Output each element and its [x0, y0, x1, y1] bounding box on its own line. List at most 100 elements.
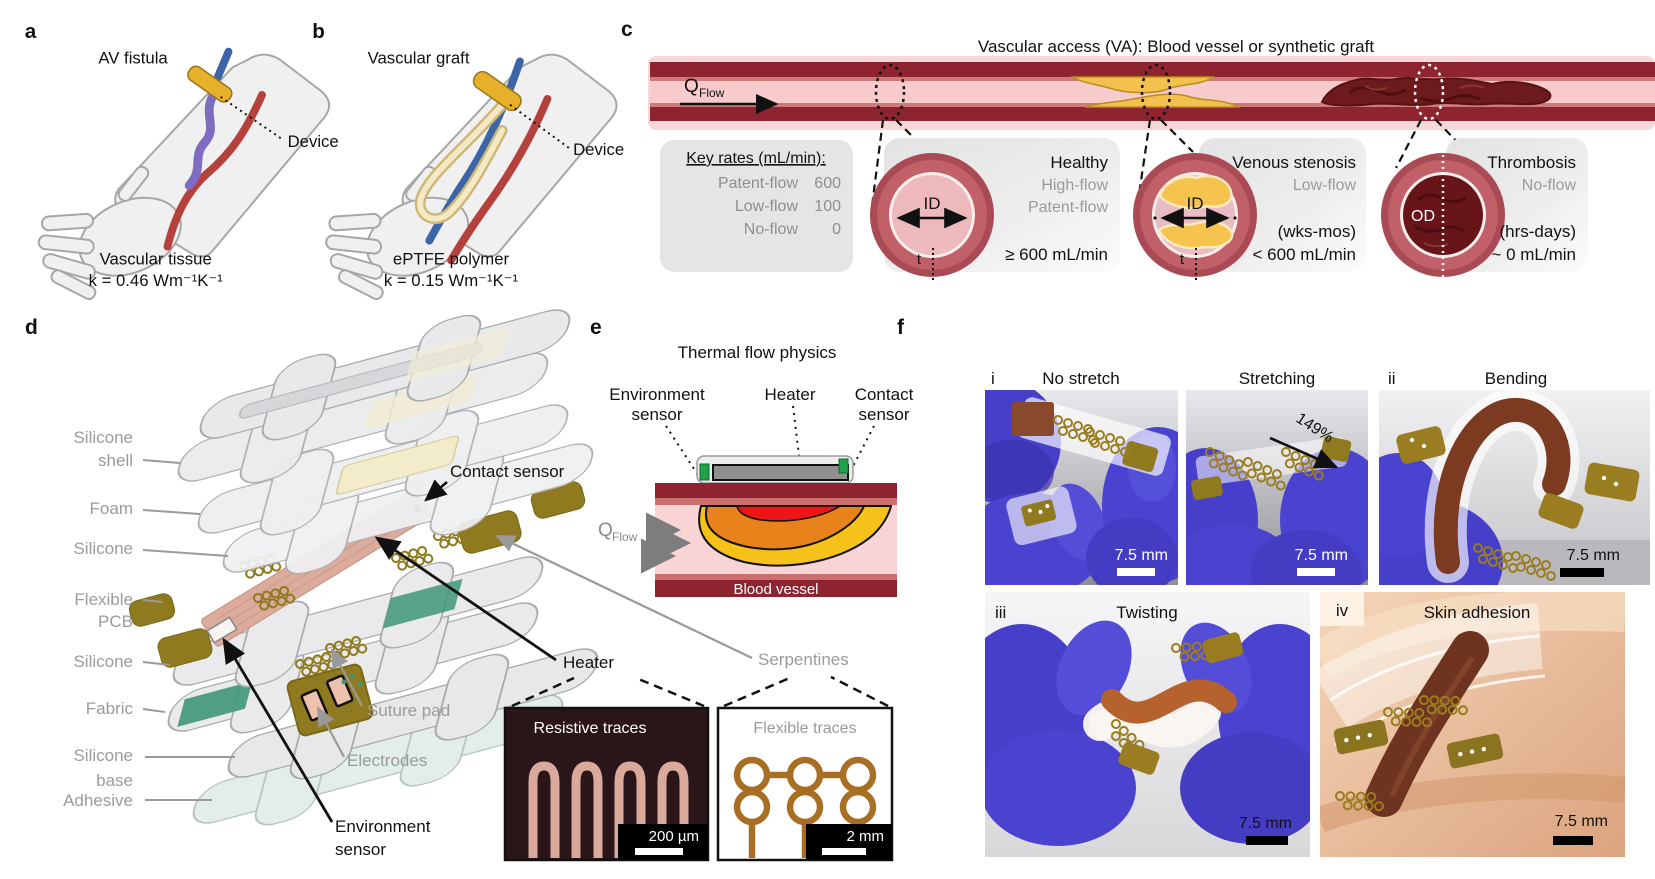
scale-label: 7.5 mm [1295, 547, 1348, 564]
t-label-healthy: t [917, 251, 922, 268]
card-thrombosis-line1: No-flow [1522, 177, 1577, 194]
stretch-arrow [1269, 436, 1339, 469]
vein-a [213, 47, 233, 82]
scalebar [1553, 836, 1593, 845]
subpanel-iii-num: iii [995, 603, 1006, 622]
flexible-scale-label: 2 mm [847, 828, 885, 845]
card-healthy-line2: Patent-flow [1028, 199, 1108, 216]
layer-silicone-shell [189, 308, 581, 465]
plaque-bottom [1084, 93, 1241, 108]
key-rate-row-label: Low-flow [735, 198, 799, 215]
photo-skin-adhesion: iv Skin adhesion 7.5 mm [1320, 592, 1625, 857]
panel-a-b: a AV fistula Device Vascular tissue k = … [25, 20, 624, 300]
fistula-a [184, 88, 220, 190]
card-stenosis-duration: (wks-mos) [1278, 222, 1356, 241]
scale-label: 7.5 mm [1239, 815, 1292, 832]
layer-labels: Silicone shell Foam Silicone Flexible PC… [63, 428, 133, 810]
suture-pad-leader [330, 648, 363, 707]
no-stretch-title: No stretch [1042, 369, 1119, 388]
layer-label-silicone: Silicone [73, 539, 133, 558]
subpanel-iv-badge [1320, 592, 1364, 626]
qflow-c-sub: Flow [699, 86, 725, 100]
scalebar [1246, 836, 1288, 845]
gold-pad [1191, 476, 1223, 500]
scalebar [1560, 568, 1604, 577]
twisting-title: Twisting [1116, 603, 1177, 622]
electrode [326, 674, 354, 708]
vessel-longitudinal [648, 56, 1655, 130]
graft-loop [417, 99, 508, 222]
photo-twisting: iii Twisting 7.5 mm [985, 592, 1310, 857]
serpentines-leader [495, 535, 753, 659]
gold-pad [1446, 733, 1504, 769]
device-b [472, 70, 522, 112]
key-rate-row-value: 100 [814, 198, 841, 215]
blood-vessel-label: Blood vessel [733, 581, 818, 598]
gold-pad [1396, 426, 1446, 464]
key-rates-title: Key rates (mL/min): [686, 150, 826, 167]
vessel-cross-section-e: Blood vessel [655, 483, 897, 598]
qflow-c-q: Q [684, 76, 699, 97]
heater-label: Heater [563, 653, 614, 672]
inspection-ellipse-healthy [874, 63, 906, 121]
inset-flexible-traces: Flexible traces 2 mm [716, 706, 894, 862]
thermal-plume-red [736, 505, 843, 522]
device-b-leader [509, 104, 570, 149]
inset-resistive-traces: Resistive traces 200 µm [503, 706, 710, 862]
cross-section-thrombosis: OD [1381, 153, 1505, 277]
panel-f-letter: f [897, 316, 905, 339]
electrodes-leader [316, 706, 345, 758]
od-label: OD [1411, 208, 1435, 225]
card-thrombosis-rate: ~ 0 mL/min [1491, 245, 1576, 264]
layer-label-pcb-2: PCB [98, 612, 133, 631]
cross-section-stenosis: ID t [1133, 153, 1257, 282]
fabric-green-patch [177, 681, 253, 727]
layer-silicone-lower [162, 530, 554, 712]
artery-b [447, 94, 552, 265]
copper-band [1365, 631, 1489, 817]
qflow-e-q: Q [598, 520, 613, 541]
foam-patch [335, 435, 460, 495]
subpanel-iv-num: iv [1336, 601, 1349, 620]
heater-arrow [374, 536, 557, 662]
thermal-plume-orange [704, 505, 866, 551]
photo-bending: 7.5 mm [1379, 390, 1650, 585]
thrombus [1320, 77, 1552, 107]
environment-sensor-chip [699, 463, 710, 481]
scalebar [822, 848, 866, 855]
inspection-ellipse-stenosis [1140, 63, 1172, 121]
pcb-pad [157, 628, 213, 668]
scalebar [1117, 568, 1155, 576]
exploded-stack [128, 308, 609, 850]
environment-sensor-component [206, 616, 238, 644]
card-stenosis-line1: Low-flow [1293, 177, 1357, 194]
environment-sensor-arrow [222, 637, 334, 823]
electrodes-label: Electrodes [347, 751, 427, 770]
serpentines-label: Serpentines [758, 650, 849, 669]
qflow-e-sub: Flow [612, 530, 638, 544]
subpanel-i-num: i [991, 369, 995, 388]
qflow-c: Q Flow [680, 76, 779, 114]
panel-f: f i No stretch Stretching ii Bending 7.5… [897, 316, 1650, 857]
environment-sensor-label-2: sensor [335, 840, 386, 859]
stretching-title: Stretching [1239, 369, 1316, 388]
layer-leader-lines [142, 459, 235, 801]
photo-stretching: 149% 7.5 mm [1186, 390, 1368, 585]
panel-b-letter: b [312, 20, 325, 43]
device-b-label: Device [573, 140, 624, 159]
t-label-stenosis: t [1180, 251, 1185, 268]
flexible-traces-title: Flexible traces [753, 720, 856, 737]
skin-adhesion-title: Skin adhesion [1424, 603, 1531, 622]
scalebar [635, 848, 683, 855]
resistive-traces-title: Resistive traces [534, 720, 647, 737]
panel-e: e Thermal flow physics Environment senso… [590, 316, 914, 598]
panel-a-caption1: Vascular tissue [100, 249, 212, 268]
scale-label: 7.5 mm [1555, 813, 1608, 830]
gold-pad [1333, 719, 1389, 755]
card-stenosis-name: Venous stenosis [1232, 153, 1356, 172]
layer-label-shell-1: Silicone [73, 428, 133, 447]
panel-a-caption2: k = 0.46 Wm⁻¹K⁻¹ [89, 271, 224, 290]
layer-label-silicone2: Silicone [73, 652, 133, 671]
contact-sensor-arrow [424, 479, 448, 502]
